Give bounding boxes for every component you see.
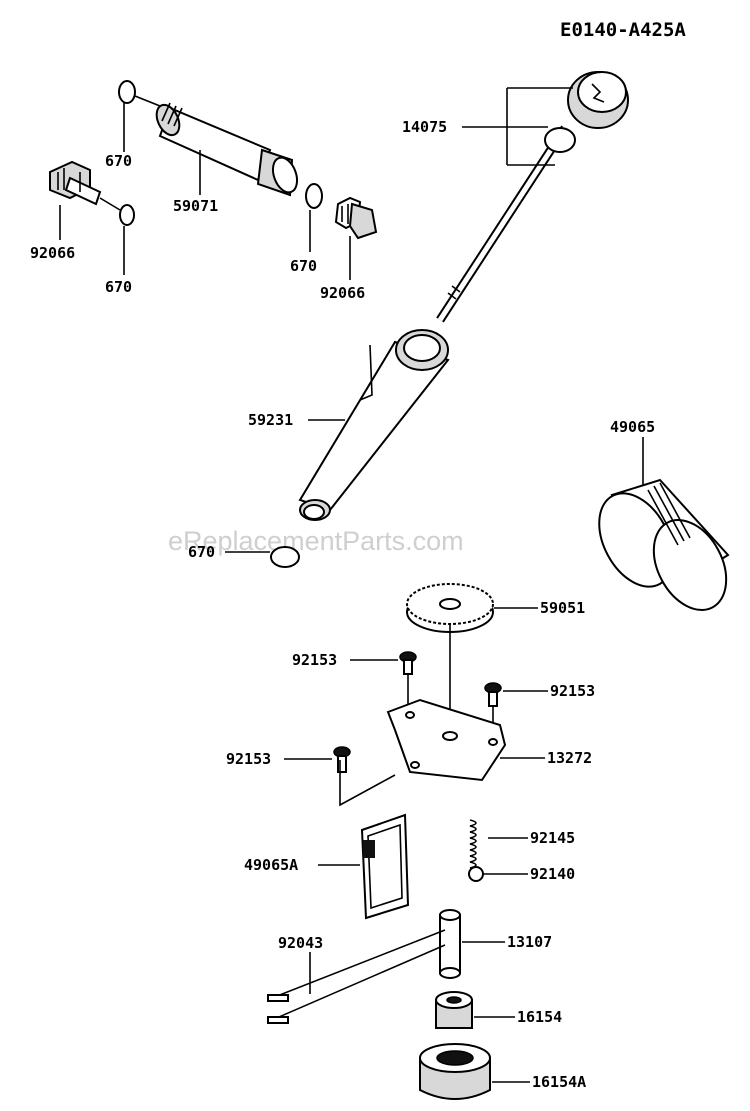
label-13107: 13107 [507,933,552,951]
label-92153-b: 92153 [550,682,595,700]
part-pins[interactable] [267,929,446,1024]
part-59231[interactable] [298,329,450,521]
watermark: eReplacementParts.com [168,526,464,556]
label-49065: 49065 [610,418,655,436]
label-13272: 13272 [547,749,592,767]
part-670-a[interactable] [118,80,136,104]
part-screen[interactable] [360,813,410,920]
part-670-d[interactable] [270,546,300,568]
diagram-code: E0140-A425A [560,19,686,41]
part-670-b[interactable] [119,204,135,226]
label-59071: 59071 [173,197,218,215]
label-92153-c: 92153 [226,750,271,768]
part-92153-a[interactable] [399,651,417,675]
part-spring[interactable] [469,819,477,869]
label-16154: 16154 [517,1008,562,1026]
part-92066-a[interactable] [49,160,102,206]
part-ball[interactable] [468,866,484,882]
label-14075: 14075 [402,118,447,136]
label-670-a: 670 [105,152,132,170]
part-59071[interactable] [152,101,301,197]
part-92153-c[interactable] [333,746,351,773]
label-670-c: 670 [290,257,317,275]
part-670-c[interactable] [305,183,323,209]
label-92140: 92140 [530,865,575,883]
part-92066-b[interactable] [334,196,378,240]
label-92145: 92145 [530,829,575,847]
label-59051: 59051 [540,599,585,617]
part-13107[interactable] [439,909,461,979]
label-92153-a: 92153 [292,651,337,669]
leader-14075 [462,87,573,166]
label-670-d: 670 [188,543,215,561]
part-gear[interactable] [406,583,494,633]
part-oil-filter[interactable] [584,478,741,622]
label-92043: 92043 [278,934,323,952]
label-92066-a: 92066 [30,244,75,262]
label-49065A: 49065A [244,856,298,874]
label-59231: 59231 [248,411,293,429]
label-92066-b: 92066 [320,284,365,302]
label-16154A: 16154A [532,1073,586,1091]
part-plate[interactable] [339,698,507,807]
part-16154[interactable] [435,991,473,1029]
label-670-b: 670 [105,278,132,296]
part-16154A[interactable] [419,1043,491,1100]
part-92153-b[interactable] [484,682,502,707]
part-dipstick[interactable] [436,71,629,323]
